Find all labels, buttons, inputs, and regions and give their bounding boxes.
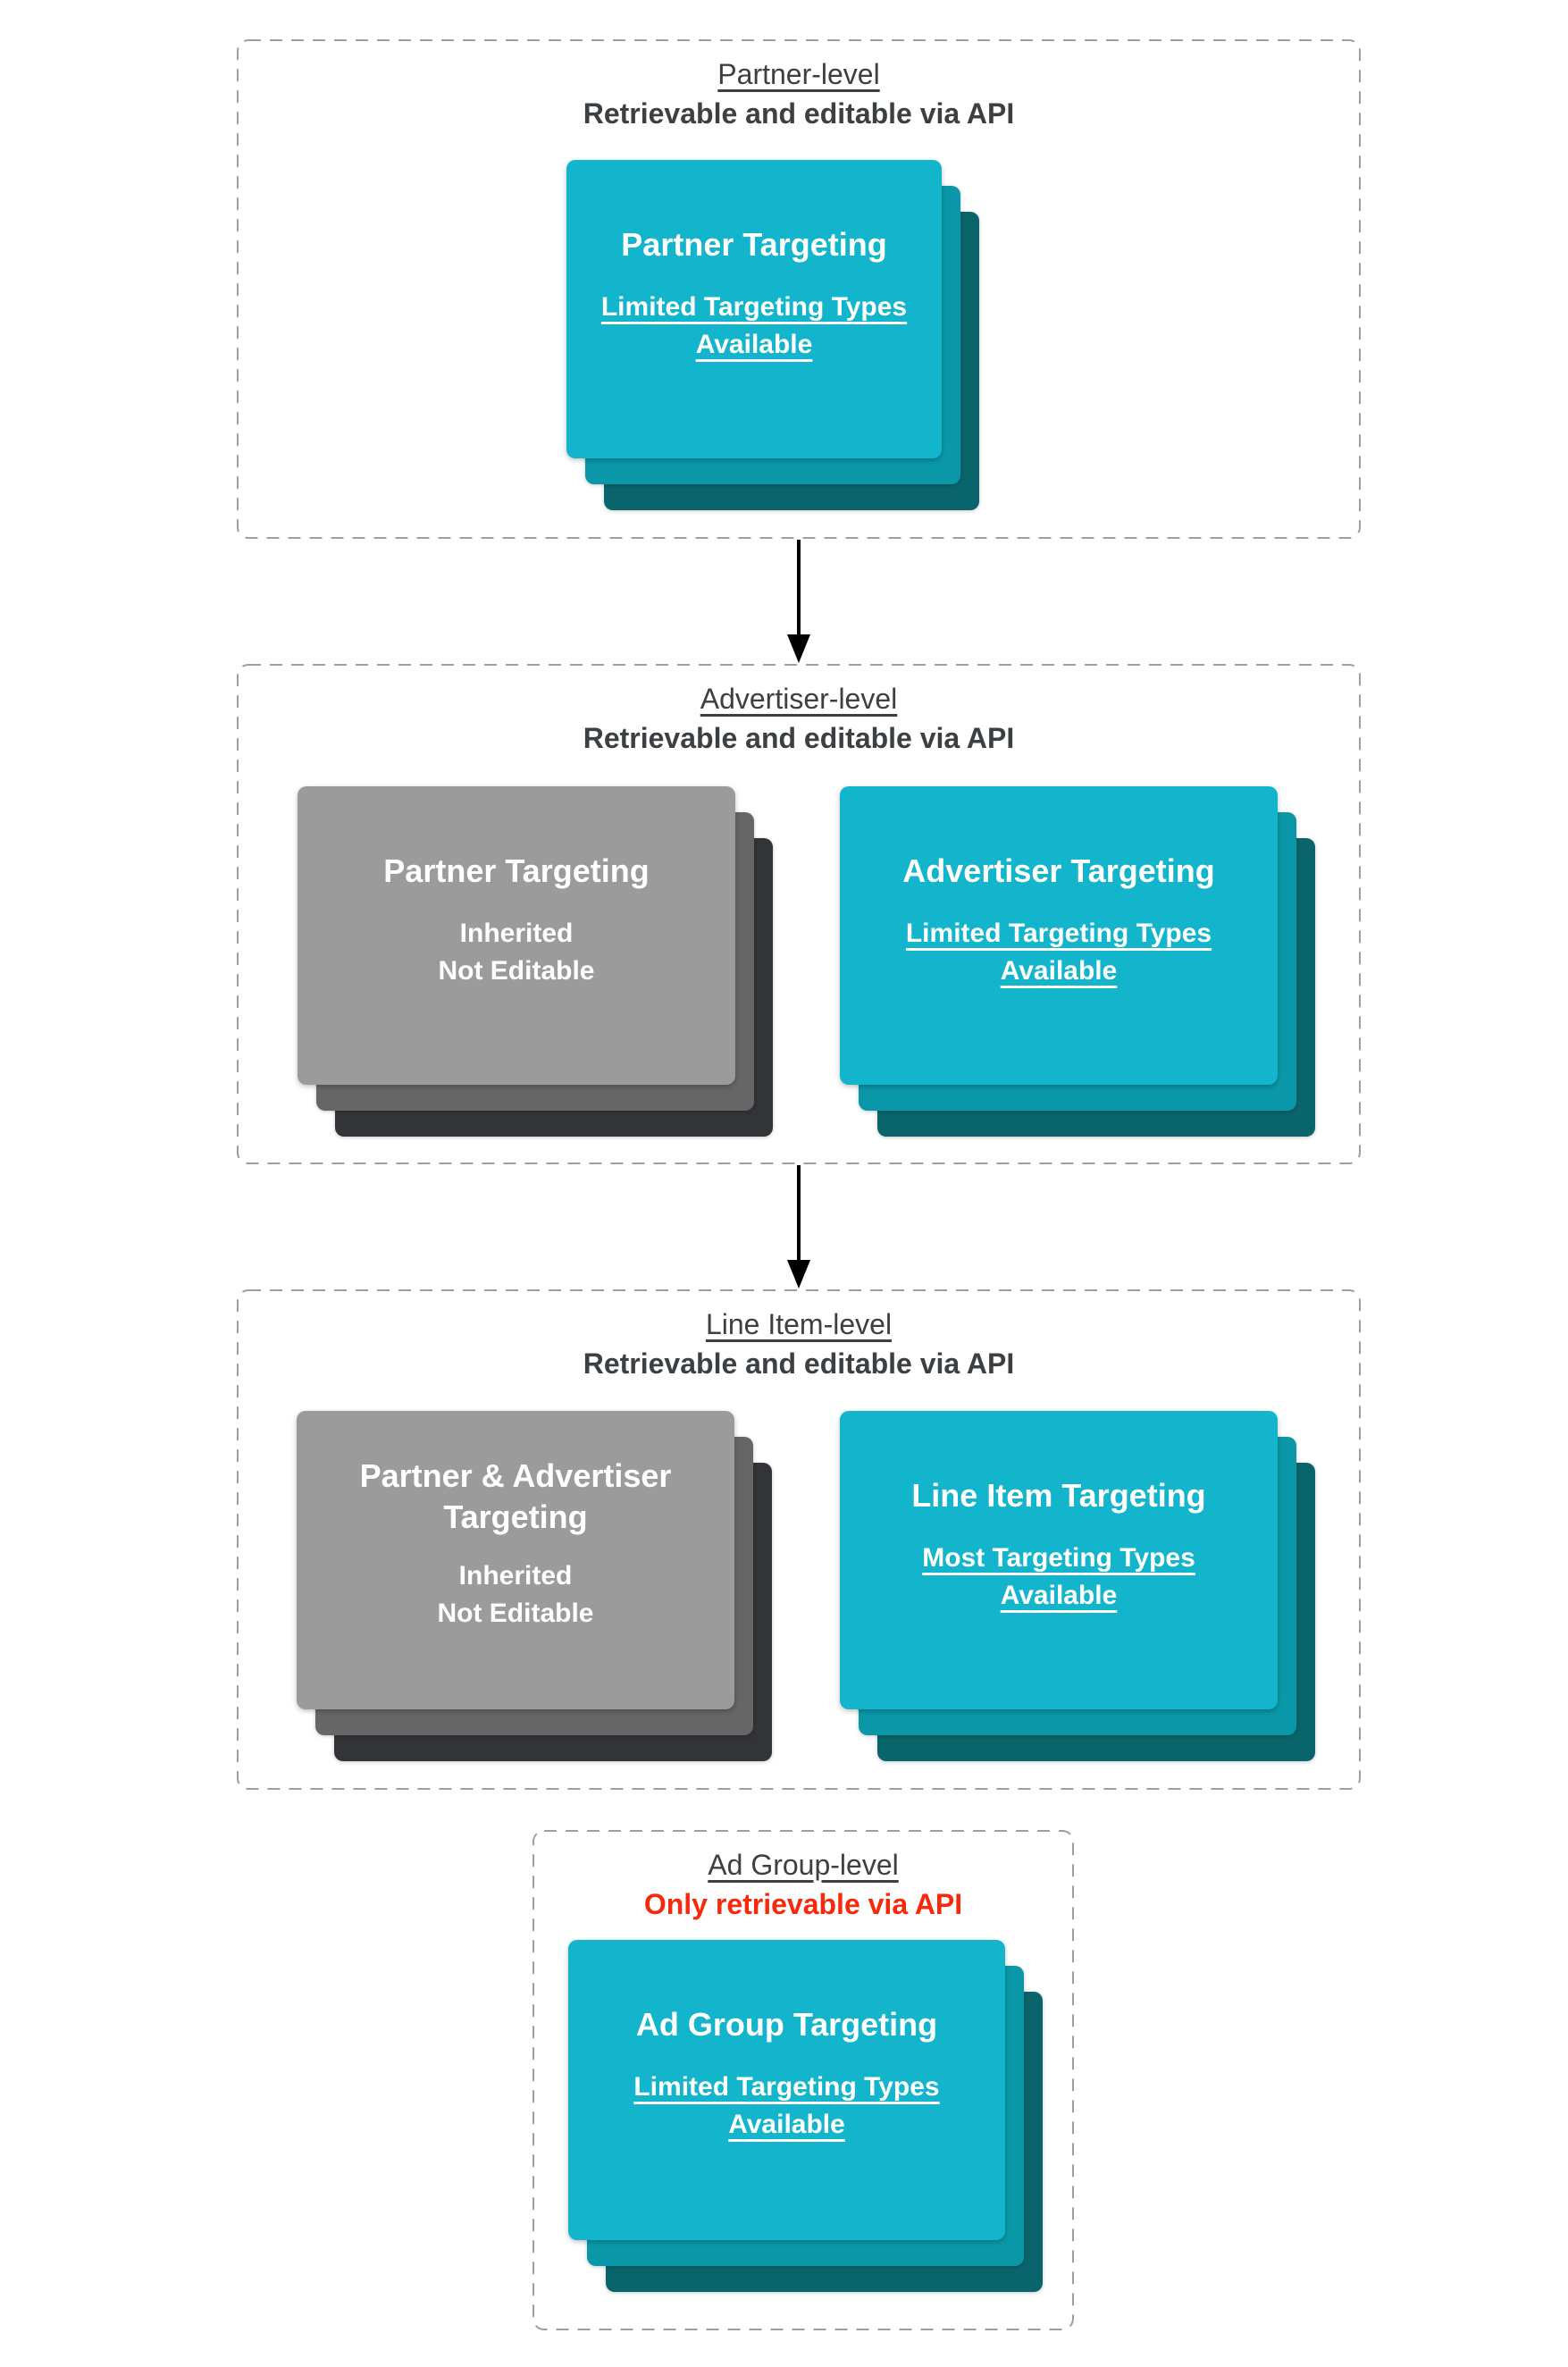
section-dashed-border xyxy=(237,39,1361,539)
section-heading: Partner-level Retrievable and editable v… xyxy=(237,39,1361,133)
card-partner-targeting-inherited: Partner Targeting Inherited Not Editable xyxy=(298,786,735,1085)
section-line-item-level: Line Item-level Retrievable and editable… xyxy=(237,1289,1361,1790)
card-subtitle-line: Inherited xyxy=(458,1561,573,1591)
card-title: Ad Group Targeting xyxy=(635,2006,938,2043)
card-title: Advertiser Targeting xyxy=(902,852,1215,889)
card-subtitle-line: Most Targeting Types xyxy=(922,1543,1195,1573)
card-stack-ad-group-targeting: Ad Group Targeting Limited Targeting Typ… xyxy=(568,1940,1043,2292)
card-title-line: Targeting xyxy=(443,1498,588,1535)
section-dashed-border xyxy=(532,1830,1074,2330)
flow-arrow-down-icon xyxy=(787,540,810,663)
card-title: Partner Targeting xyxy=(383,852,650,889)
section-heading: Ad Group-level Only retrievable via API xyxy=(532,1830,1074,1924)
card-line-item-targeting: Line Item Targeting Most Targeting Types… xyxy=(840,1411,1278,1709)
card-subtitle: Inherited Not Editable xyxy=(298,915,735,990)
card-subtitle: Most Targeting Types Available xyxy=(840,1540,1278,1615)
section-subtitle: Retrievable and editable via API xyxy=(583,722,1015,754)
section-subtitle-red: Only retrievable via API xyxy=(643,1888,963,1920)
card-subtitle-line: Not Editable xyxy=(437,1599,594,1628)
section-dashed-border xyxy=(237,664,1361,1164)
card-subtitle-line: Not Editable xyxy=(438,956,595,986)
card-subtitle-line: Limited Targeting Types xyxy=(600,292,908,322)
card-ad-group-targeting: Ad Group Targeting Limited Targeting Typ… xyxy=(568,1940,1005,2240)
card-title-line: Partner & Advertiser xyxy=(359,1457,672,1494)
card-title: Partner Targeting xyxy=(621,226,887,263)
card-title: Partner & Advertiser Targeting xyxy=(297,1456,734,1538)
card-stack-line-item-targeting: Line Item Targeting Most Targeting Types… xyxy=(840,1411,1316,1761)
card-title: Line Item Targeting xyxy=(911,1477,1206,1514)
card-subtitle-line: Inherited xyxy=(459,919,574,948)
card-subtitle-line: Available xyxy=(695,330,813,359)
card-partner-advertiser-targeting-inherited: Partner & Advertiser Targeting Inherited… xyxy=(297,1411,734,1709)
card-subtitle: Limited Targeting Types Available xyxy=(840,915,1278,990)
section-heading: Line Item-level Retrievable and editable… xyxy=(237,1289,1361,1383)
card-stack-inherited-partner-advertiser-targeting: Partner & Advertiser Targeting Inherited… xyxy=(297,1411,772,1761)
section-partner-level: Partner-level Retrievable and editable v… xyxy=(237,39,1361,539)
card-subtitle-line: Limited Targeting Types xyxy=(633,2072,940,2102)
card-stack-partner-targeting: Partner Targeting Limited Targeting Type… xyxy=(566,160,979,510)
section-subtitle: Retrievable and editable via API xyxy=(583,1347,1015,1380)
section-title: Line Item-level xyxy=(705,1308,893,1340)
section-subtitle: Retrievable and editable via API xyxy=(583,97,1015,130)
section-title: Advertiser-level xyxy=(700,683,898,715)
card-partner-targeting: Partner Targeting Limited Targeting Type… xyxy=(566,160,942,458)
section-heading: Advertiser-level Retrievable and editabl… xyxy=(237,664,1361,758)
section-dashed-border xyxy=(237,1289,1361,1790)
section-title: Ad Group-level xyxy=(708,1849,899,1881)
flow-arrow-down-icon xyxy=(787,1165,810,1288)
card-subtitle-line: Limited Targeting Types xyxy=(905,919,1212,948)
card-stack-advertiser-targeting: Advertiser Targeting Limited Targeting T… xyxy=(840,786,1316,1137)
card-advertiser-targeting: Advertiser Targeting Limited Targeting T… xyxy=(840,786,1278,1085)
card-stack-inherited-partner-targeting: Partner Targeting Inherited Not Editable xyxy=(298,786,773,1137)
section-title: Partner-level xyxy=(717,58,880,90)
card-subtitle: Limited Targeting Types Available xyxy=(568,2069,1005,2144)
card-subtitle-line: Available xyxy=(1000,1581,1118,1610)
section-ad-group-level: Ad Group-level Only retrievable via API … xyxy=(532,1830,1074,2330)
card-subtitle-line: Available xyxy=(1000,956,1118,986)
section-advertiser-level: Advertiser-level Retrievable and editabl… xyxy=(237,664,1361,1164)
card-subtitle: Limited Targeting Types Available xyxy=(566,289,942,364)
card-subtitle-line: Available xyxy=(728,2110,845,2139)
card-subtitle: Inherited Not Editable xyxy=(297,1557,734,1633)
